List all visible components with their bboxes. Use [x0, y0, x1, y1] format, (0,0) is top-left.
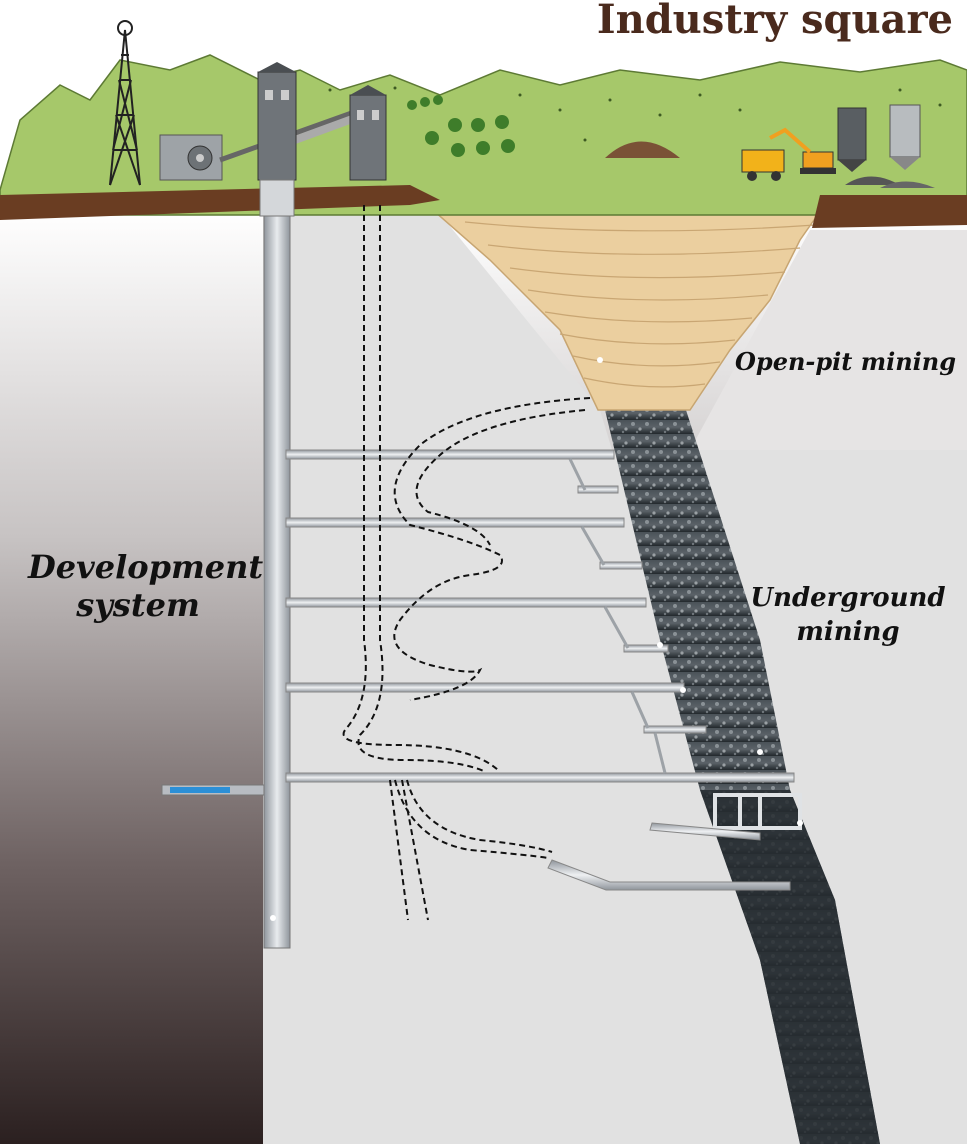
- mine-levels: [285, 449, 795, 783]
- coal-pile: [845, 176, 900, 185]
- ore-body-lower: [700, 790, 880, 1144]
- upper-right-zone: [690, 230, 967, 450]
- stope-grid: [713, 793, 802, 830]
- headframe-tower-icon: [109, 20, 141, 186]
- lower-drives: [547, 822, 791, 891]
- conveyor-belt: [293, 114, 357, 144]
- silo-icon: [837, 104, 935, 188]
- excavator-icon: [769, 127, 836, 174]
- dump-truck-icon: [741, 149, 785, 181]
- drainage-pipe-icon: [161, 784, 265, 796]
- soil-layer-right: [812, 195, 967, 228]
- level-markers: [270, 357, 803, 921]
- hoist-house-icon: [159, 134, 223, 181]
- main-shaft-headframe-icon: [257, 62, 297, 181]
- development-system-line-1: Development: [28, 548, 264, 586]
- underground-mining-line-1: Underground: [750, 583, 946, 613]
- tree-icon: [407, 95, 515, 157]
- soil-layer: [0, 185, 440, 220]
- underground-mining-line-2: mining: [796, 616, 900, 647]
- secondary-headframe-icon: [349, 85, 387, 181]
- underground-mining-label: Underground mining: [748, 582, 948, 650]
- raises: [568, 458, 667, 774]
- hills: [0, 54, 967, 216]
- main-shaft: [263, 179, 291, 949]
- industry-square-label: Industry square: [596, 0, 953, 43]
- development-system-label: Development system: [28, 548, 264, 625]
- development-system-line-2: system: [76, 586, 200, 625]
- open-pit-mining-label: Open-pit mining: [735, 347, 957, 376]
- shaft-collar: [259, 179, 295, 217]
- decline-ramp: [342, 205, 591, 921]
- ore-pile-icon: [605, 141, 680, 158]
